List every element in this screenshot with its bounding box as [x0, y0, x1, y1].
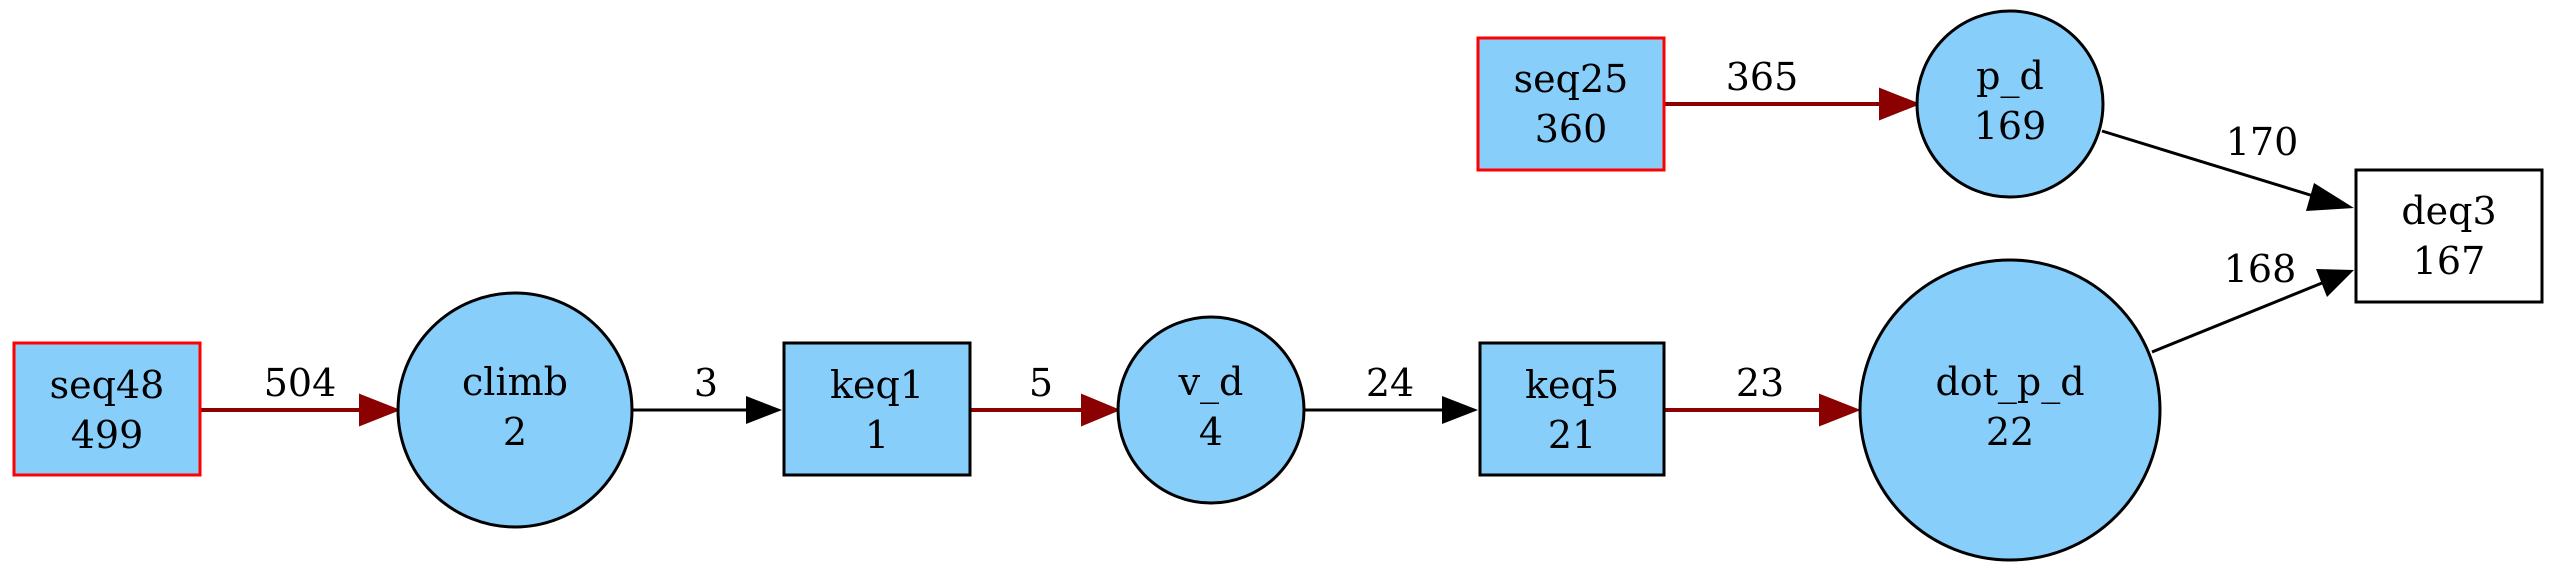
node-deq3: deq3 167 [2354, 168, 2544, 304]
edge-seq25-p_d: 365 [1664, 55, 1921, 121]
edge-label-170: 170 [2226, 120, 2299, 164]
node-v_d: v_d 4 [1116, 315, 1306, 505]
node-climb-value: 2 [503, 410, 527, 454]
edge-label-365: 365 [1726, 55, 1799, 99]
node-p_d: p_d 169 [1915, 9, 2105, 199]
node-keq1-value: 1 [865, 413, 889, 457]
edge-label-24: 24 [1366, 361, 1414, 405]
node-dot_p_d-name: dot_p_d [1935, 360, 2084, 405]
edge-keq5-dot_p_d: 23 [1664, 361, 1861, 427]
node-keq5-name: keq5 [1525, 363, 1619, 407]
edge-label-5: 5 [1029, 361, 1053, 405]
node-v_d-name: v_d [1178, 360, 1244, 405]
node-seq25-name: seq25 [1514, 57, 1629, 101]
node-keq1: keq1 1 [782, 341, 972, 477]
node-seq48: seq48 499 [12, 341, 202, 477]
edge-label-3: 3 [694, 361, 718, 405]
edge-keq1-v_d: 5 [970, 361, 1121, 427]
node-deq3-value: 167 [2413, 239, 2486, 283]
node-climb-name: climb [462, 360, 568, 404]
node-keq5-value: 21 [1548, 413, 1596, 457]
node-dot_p_d: dot_p_d 22 [1858, 258, 2162, 562]
node-deq3-name: deq3 [2401, 189, 2496, 233]
node-keq5: keq5 21 [1478, 341, 1666, 477]
node-seq25: seq25 360 [1476, 36, 1666, 172]
node-seq48-value: 499 [71, 413, 144, 457]
node-keq1-name: keq1 [830, 363, 924, 407]
edge-label-23: 23 [1736, 361, 1784, 405]
edge-climb-keq1: 3 [632, 361, 782, 424]
node-v_d-value: 4 [1199, 410, 1223, 454]
edge-label-504: 504 [264, 361, 337, 405]
node-p_d-name: p_d [1976, 54, 2044, 99]
edge-v_d-keq5: 24 [1304, 361, 1478, 424]
node-seq48-name: seq48 [50, 363, 165, 407]
edge-label-168: 168 [2224, 247, 2297, 291]
node-dot_p_d-value: 22 [1986, 410, 2034, 454]
node-climb: climb 2 [396, 291, 634, 529]
edge-p_d-deq3: 170 [2101, 120, 2354, 211]
edge-dot_p_d-deq3: 168 [2151, 247, 2354, 354]
node-p_d-value: 169 [1974, 104, 2047, 148]
node-seq25-value: 360 [1535, 107, 1608, 151]
edge-seq48-climb: 504 [200, 361, 401, 427]
